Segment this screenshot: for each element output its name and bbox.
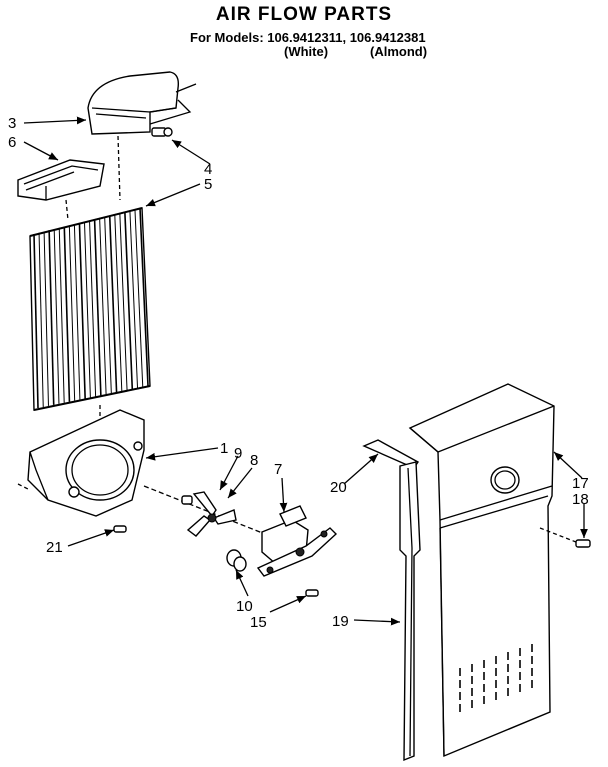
part-6-grille: [17, 159, 105, 201]
callout-4: 4: [204, 161, 212, 178]
callout-21: 21: [46, 539, 63, 556]
callout-18: 18: [572, 491, 589, 508]
part-8-fan-blade: [186, 491, 237, 537]
part-19-channel-strip: [399, 461, 421, 762]
part-20-strip-top: [362, 439, 420, 469]
callout-10: 10: [236, 598, 253, 615]
part-5-evaporator: [29, 207, 151, 411]
part-1-fan-shroud: [27, 409, 145, 517]
part-9-nut: [181, 495, 193, 505]
variant-almond: (Almond): [370, 44, 428, 59]
variant-white: (White): [284, 44, 329, 59]
callout-19: 19: [332, 613, 349, 630]
part-7-fan-motor: [256, 505, 338, 577]
callout-3: 3: [8, 115, 16, 132]
callout-6: 6: [8, 134, 16, 151]
callout-8: 8: [250, 452, 258, 469]
part-15-screw: [305, 589, 319, 597]
callout-20: 20: [330, 479, 347, 496]
callout-17: 17: [572, 475, 589, 492]
callout-7: 7: [274, 461, 282, 478]
models-line: For Models: 106.9412311, 106.9412381: [190, 30, 426, 45]
callout-15: 15: [250, 614, 267, 631]
part-18-screw: [575, 539, 591, 548]
part-10-grommet: [226, 549, 247, 572]
part-3-air-duct: [87, 71, 197, 135]
part-17-rear-panel: [408, 383, 555, 758]
part-4-screw: [151, 127, 173, 137]
callout-1: 1: [220, 440, 228, 457]
callout-5: 5: [204, 176, 212, 193]
page-title: AIR FLOW PARTS: [215, 4, 393, 25]
part-21-screw: [113, 525, 127, 533]
callout-9: 9: [234, 445, 242, 462]
